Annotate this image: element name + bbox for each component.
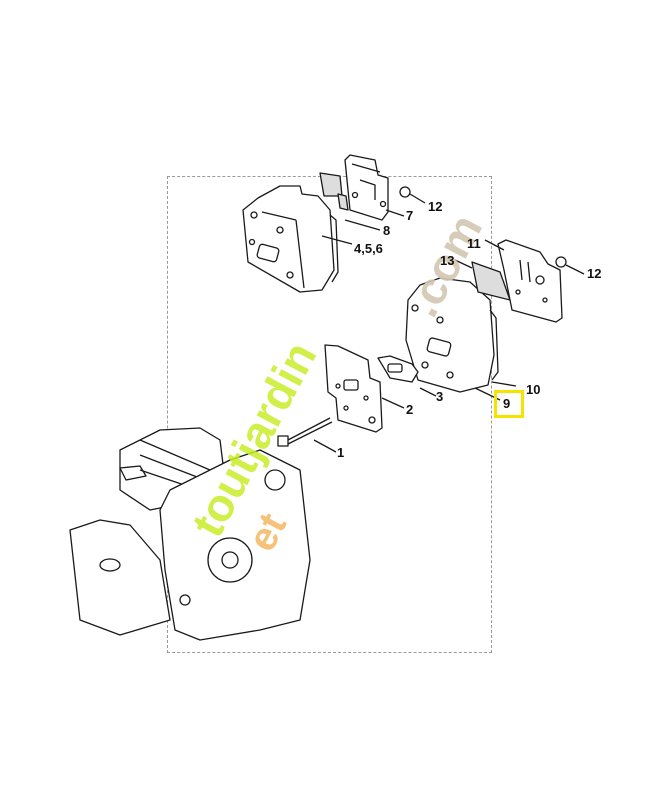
deflector-plate-11-icon	[497, 239, 563, 323]
deflector-plate-7-icon	[344, 154, 389, 221]
callout-7: 7	[406, 208, 414, 223]
nut-12-right-icon	[555, 256, 567, 268]
callout-4-5-6: 4,5,6	[354, 241, 383, 256]
bolt-1-icon	[277, 417, 333, 447]
engine-crankcase-icon	[69, 427, 311, 641]
callout-11: 11	[467, 236, 481, 251]
muffler-top-icon	[242, 185, 339, 293]
screen-part-8-icon	[319, 172, 349, 211]
callout-13: 13	[440, 253, 455, 268]
callout-8: 8	[383, 223, 391, 238]
callout-12-right: 12	[587, 266, 602, 281]
gasket-3-icon	[377, 355, 419, 383]
gasket-2-icon	[324, 344, 383, 433]
callout-12-top: 12	[428, 199, 443, 214]
callout-1: 1	[337, 445, 345, 460]
callout-2: 2	[406, 402, 414, 417]
callout-10: 10	[526, 382, 541, 397]
callout-3: 3	[436, 389, 444, 404]
highlight-box-part-9	[494, 390, 524, 418]
muffler-9-icon	[405, 277, 499, 393]
callout-9: 9	[503, 396, 511, 411]
nut-12-top-icon	[399, 186, 411, 198]
